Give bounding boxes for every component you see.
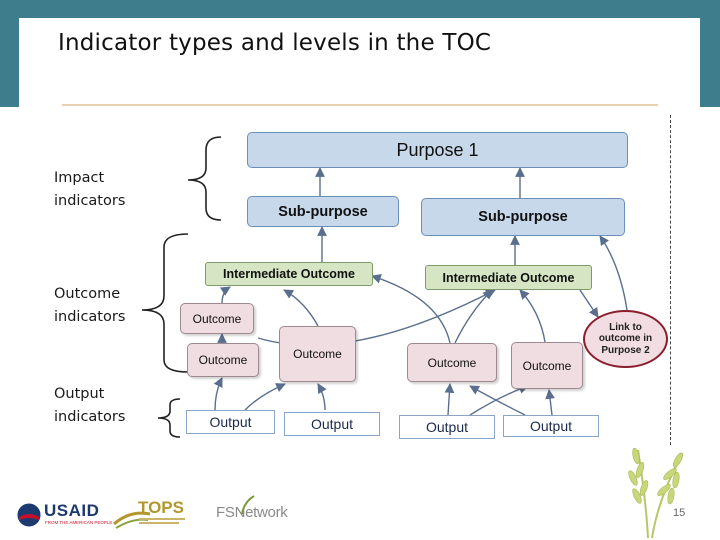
outcome-box-1: Outcome: [180, 303, 254, 334]
output-box-1: Output: [186, 410, 275, 434]
sub-purpose-box-1: Sub-purpose: [247, 196, 399, 227]
arrow-outcome1-intermediate1: [219, 286, 231, 304]
output-label-line1: Output: [54, 386, 105, 402]
impact-brace: [187, 136, 222, 221]
arrow-output2-outcome3: [317, 383, 327, 411]
slide-title: Indicator types and levels in the TOC: [58, 30, 492, 56]
outcome-box-2: Outcome: [187, 343, 259, 377]
title-card: [19, 18, 700, 107]
outcome-box-4: Outcome: [407, 343, 497, 382]
title-divider: [62, 104, 658, 106]
outcome-label-line2: indicators: [54, 309, 126, 325]
purpose-divider-line: [670, 115, 671, 445]
purpose-box: Purpose 1: [247, 132, 628, 168]
usaid-wordmark: USAID: [44, 501, 100, 520]
arrow-outcome5-intermediate2: [519, 289, 546, 343]
output-indicators-label: Output indicators: [54, 383, 125, 429]
arrow-outcome4-intermediate2: [454, 289, 493, 344]
outcome-label-line1: Outcome: [54, 286, 121, 302]
usaid-tagline: FROM THE AMERICAN PEOPLE: [45, 520, 113, 525]
arrow-output1-outcome3: [244, 383, 286, 411]
intermediate-outcome-box-2: Intermediate Outcome: [425, 265, 592, 290]
outcome-box-3: Outcome: [279, 326, 356, 382]
impact-indicators-label: Impact indicators: [54, 167, 125, 213]
arrow-outcome4-intermediate1: [371, 274, 451, 344]
arrow-outcome3-intermediate1: [283, 289, 319, 327]
outcome-brace: [141, 233, 189, 373]
output-box-3: Output: [399, 415, 495, 439]
output-brace: [157, 398, 181, 438]
impact-label-line1: Impact: [54, 170, 105, 186]
impact-label-line2: indicators: [54, 193, 126, 209]
sub-purpose-box-2: Sub-purpose: [421, 198, 625, 236]
arrow-intermediate2-link: [579, 289, 599, 318]
output-box-4: Output: [503, 415, 599, 437]
arrow-output3-outcome4: [444, 383, 455, 416]
brace-group: [141, 136, 222, 438]
arrow-output4-outcome5: [545, 389, 555, 416]
wheat-decoration-icon: [628, 447, 684, 539]
arrow-output4-outcome4: [469, 385, 526, 416]
outcome-indicators-label: Outcome indicators: [54, 283, 125, 329]
output-label-line2: indicators: [54, 409, 126, 425]
outcome-box-5: Outcome: [511, 342, 583, 389]
usaid-seal-icon: [16, 502, 42, 528]
page-number: 15: [673, 507, 686, 519]
usaid-logo: USAID FROM THE AMERICAN PEOPLE: [14, 498, 113, 532]
output-box-2: Output: [284, 412, 380, 436]
arrow-link-subpurpose2: [599, 235, 628, 311]
arrow-output1-outcome2: [213, 377, 223, 411]
fsn-network-logo: FSNetwork: [214, 494, 302, 528]
fsn-wordmark: FSNetwork: [216, 504, 288, 521]
tops-wordmark: TOPS: [138, 498, 184, 517]
intermediate-outcome-box-1: Intermediate Outcome: [205, 262, 373, 286]
tops-logo: TOPS: [112, 496, 202, 532]
link-to-purpose2-ellipse: Link to outcome in Purpose 2: [583, 310, 668, 368]
fsn-leaf-icon: [241, 495, 255, 515]
